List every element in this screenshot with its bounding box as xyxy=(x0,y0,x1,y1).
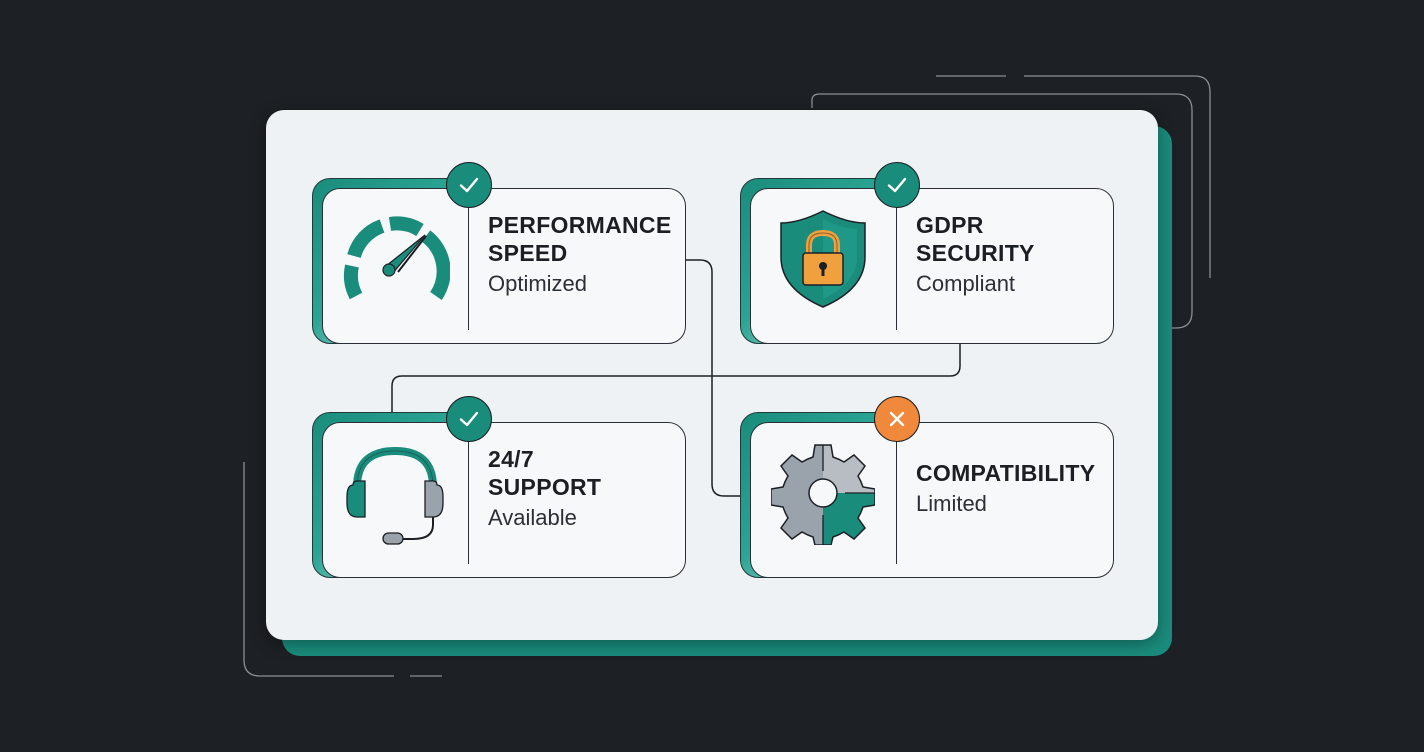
status-badge xyxy=(874,396,920,442)
feature-card-performance: PERFORMANCE SPEED Optimized xyxy=(312,162,686,344)
status-badge xyxy=(874,162,920,208)
card-icon-area xyxy=(322,422,469,564)
status-badge xyxy=(446,162,492,208)
card-body xyxy=(322,422,686,578)
card-icon-area xyxy=(750,422,897,564)
feature-status: Compliant xyxy=(916,271,1016,296)
card-text: COMPATIBILITY Limited xyxy=(916,412,1112,566)
card-body xyxy=(322,188,686,344)
card-text: GDPR SECURITY Compliant xyxy=(916,178,1112,332)
feature-status: Optimized xyxy=(488,271,588,296)
feature-card-security: GDPR SECURITY Compliant xyxy=(740,162,1114,344)
feature-title: PERFORMANCE SPEED xyxy=(488,212,672,266)
puzzle-gear-icon xyxy=(771,444,875,545)
cross-icon xyxy=(889,411,905,427)
checkmark-icon xyxy=(459,411,479,427)
card-icon-area xyxy=(750,188,897,330)
headset-icon xyxy=(346,446,444,545)
feature-status: Available xyxy=(488,505,577,530)
feature-status: Limited xyxy=(916,491,987,516)
card-icon-area xyxy=(322,188,469,330)
checkmark-icon xyxy=(459,177,479,193)
feature-card-support: 24/7 SUPPORT Available xyxy=(312,396,686,578)
shield-lock-icon xyxy=(780,210,866,308)
feature-title: COMPATIBILITY xyxy=(916,460,1096,486)
checkmark-icon xyxy=(887,177,907,193)
card-text: 24/7 SUPPORT Available xyxy=(488,412,684,566)
card-text: PERFORMANCE SPEED Optimized xyxy=(488,178,684,332)
feature-title: 24/7 SUPPORT xyxy=(488,446,602,500)
feature-card-compatibility: COMPATIBILITY Limited xyxy=(740,396,1114,578)
status-badge xyxy=(446,396,492,442)
feature-title: GDPR SECURITY xyxy=(916,212,1035,266)
speedometer-icon xyxy=(343,216,450,300)
